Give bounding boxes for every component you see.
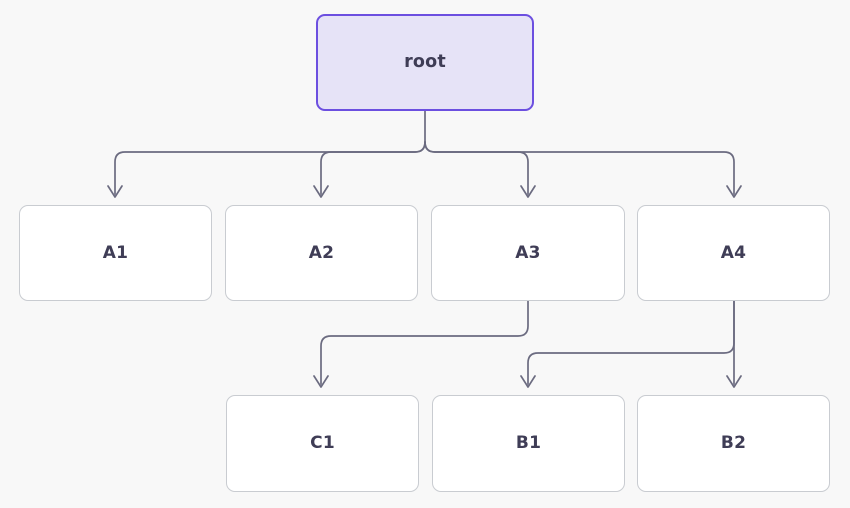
node-b2[interactable]: B2: [637, 395, 830, 492]
node-label-c1: C1: [310, 433, 335, 453]
arrowhead-root-to-a1: [107, 185, 123, 198]
node-a2[interactable]: A2: [225, 205, 418, 301]
node-label-a1: A1: [102, 242, 129, 263]
node-b1[interactable]: B1: [432, 395, 625, 492]
node-a4[interactable]: A4: [637, 205, 830, 301]
arrowhead-a3-to-c1: [313, 375, 329, 388]
edge-root-to-a4: [424, 141, 735, 195]
edge-root-to-a2: [320, 141, 426, 195]
edge-root-to-a1: [114, 141, 426, 195]
arrowhead-a4-to-b2: [726, 375, 742, 388]
arrowhead-a4-to-b1: [520, 375, 536, 388]
node-label-b1: B1: [515, 433, 542, 453]
edge-root-to-a3: [424, 141, 529, 195]
node-label-a4: A4: [720, 242, 747, 263]
node-c1[interactable]: C1: [226, 395, 419, 492]
node-label-root: root: [404, 51, 446, 72]
node-root[interactable]: root: [316, 14, 534, 111]
arrowhead-root-to-a2: [313, 185, 329, 198]
node-label-a3: A3: [515, 242, 541, 263]
edge-a4-to-b1: [527, 300, 735, 385]
node-label-b2: B2: [720, 433, 747, 453]
node-label-a2: A2: [308, 242, 335, 263]
edge-a3-to-c1: [320, 300, 529, 385]
node-a1[interactable]: A1: [19, 205, 212, 301]
node-a3[interactable]: A3: [431, 205, 625, 301]
arrowhead-root-to-a3: [520, 185, 536, 198]
arrowhead-root-to-a4: [726, 185, 742, 198]
